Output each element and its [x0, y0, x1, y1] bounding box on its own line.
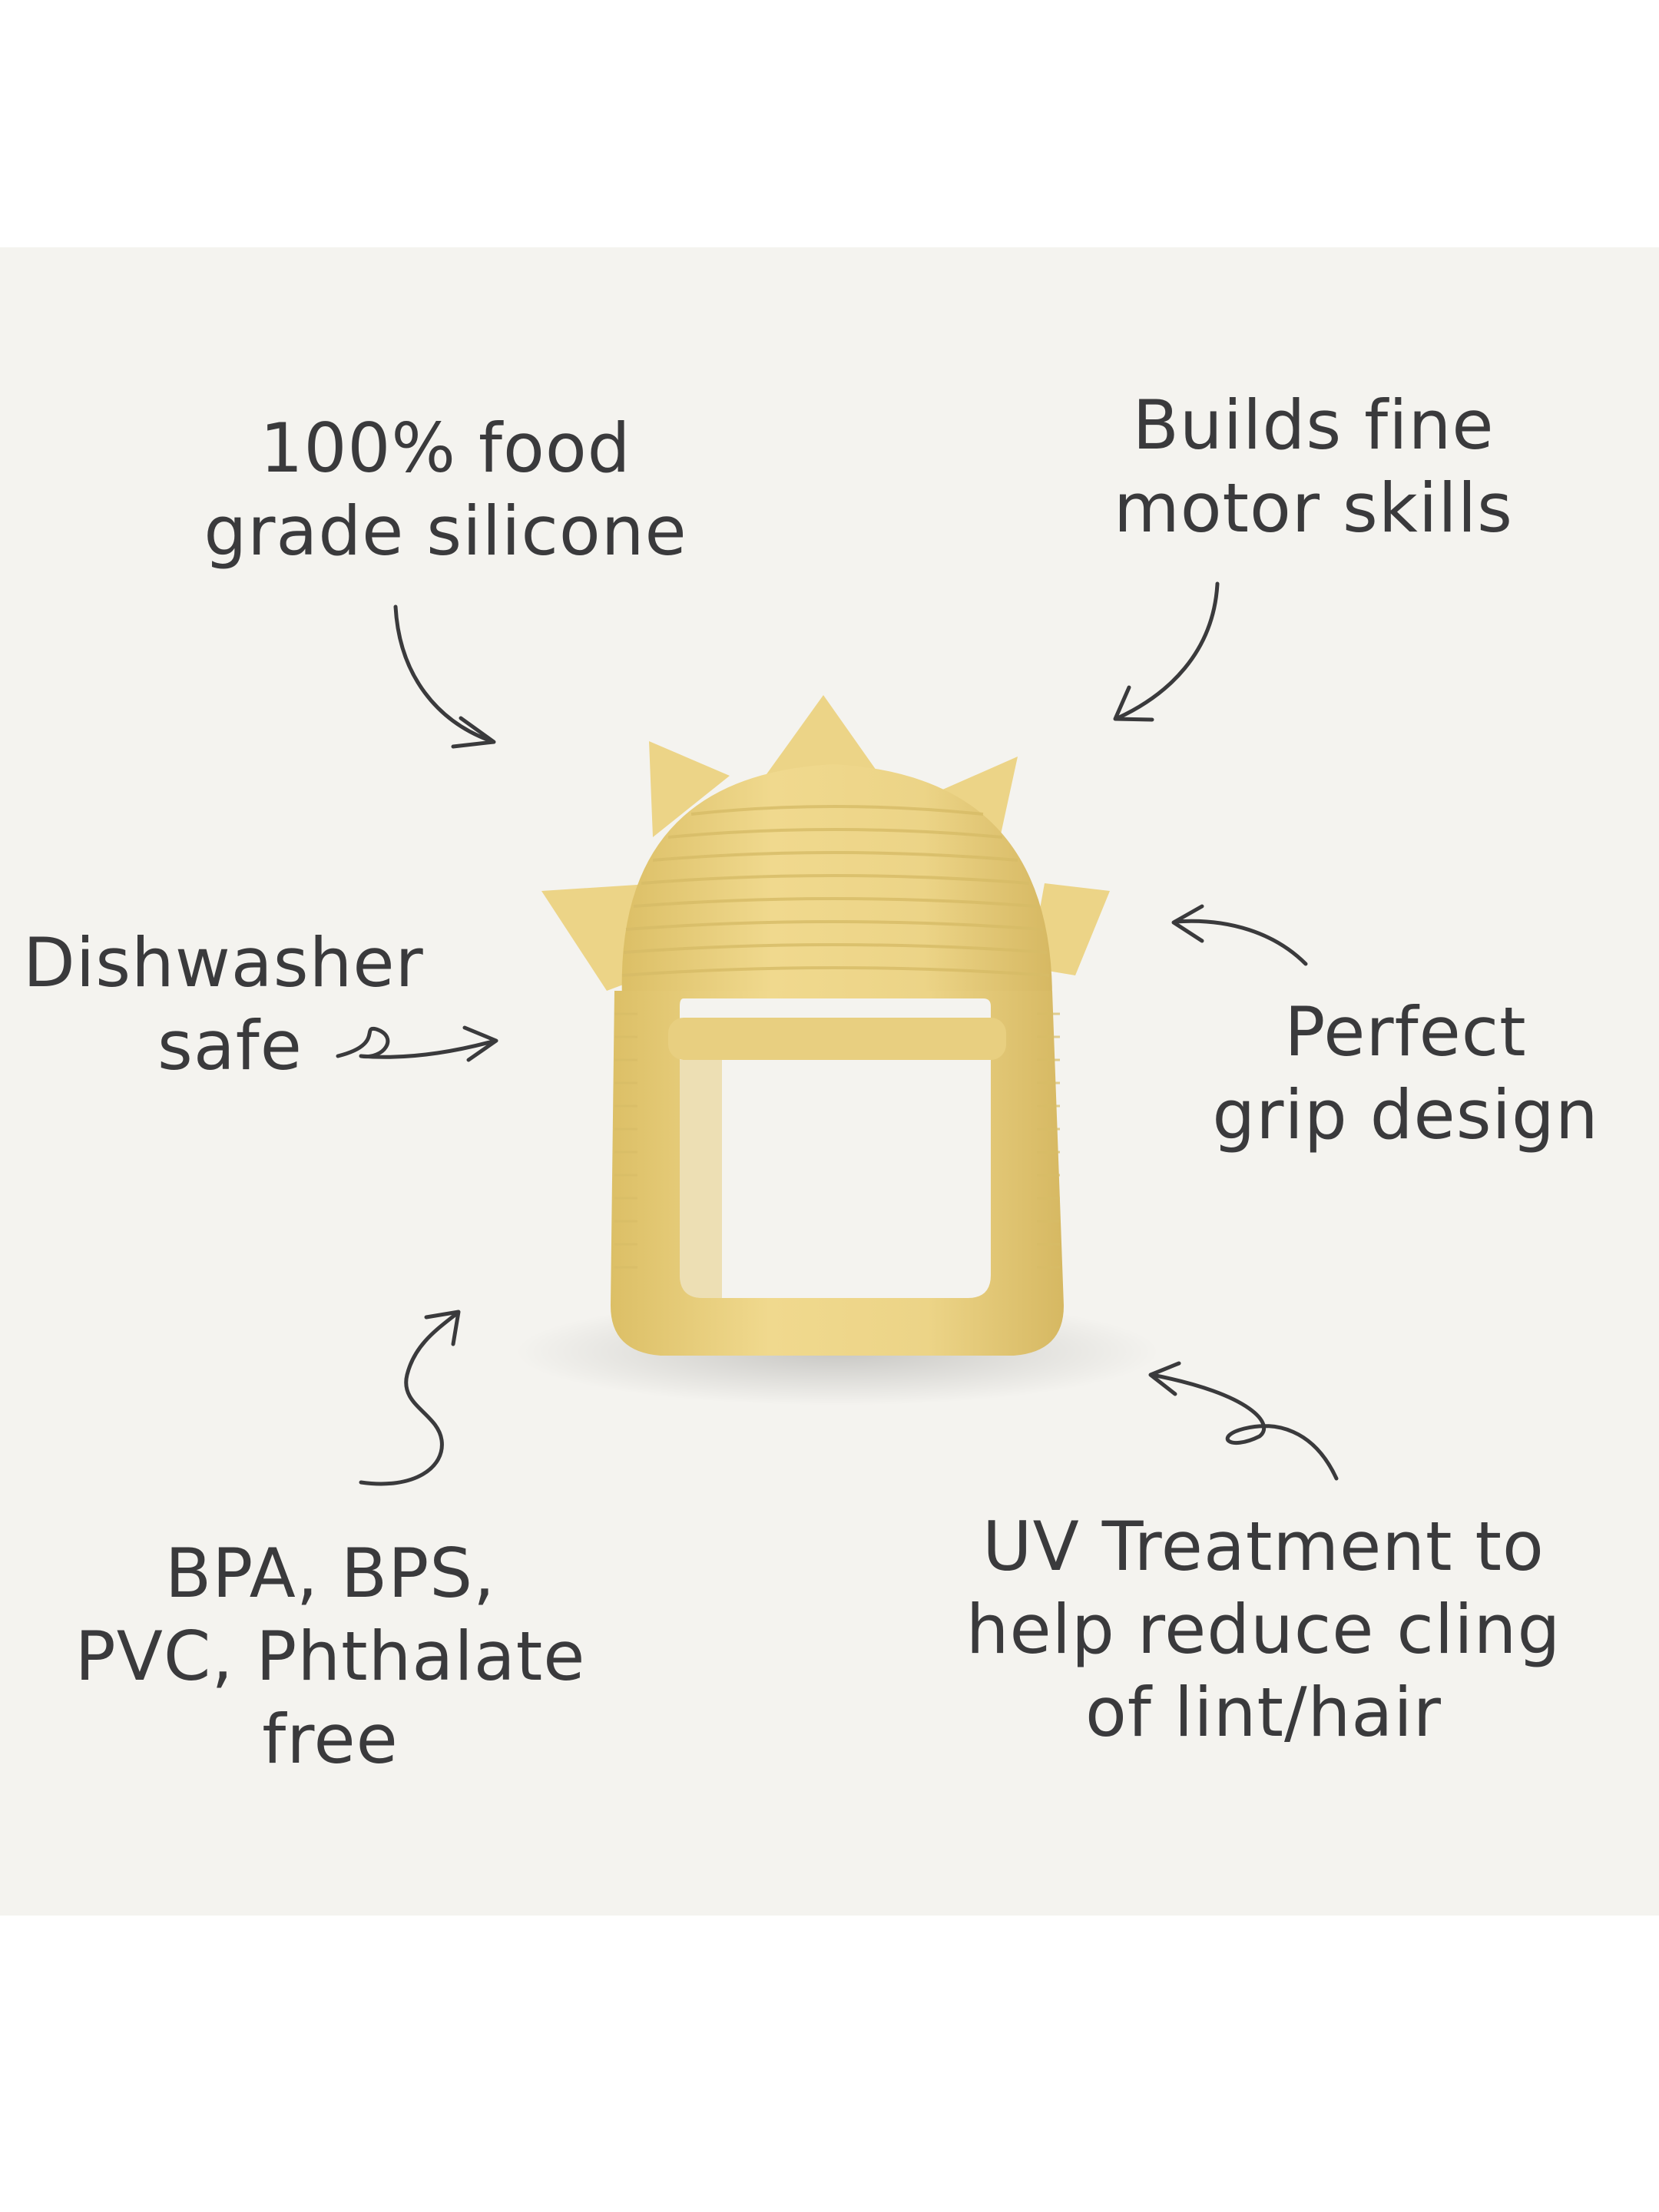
feature-dishwasher-line-2: safe — [157, 1006, 303, 1085]
feature-dishwasher: Dishwasher safe — [23, 922, 484, 1088]
feature-motor-skills: Builds fine motor skills — [1068, 384, 1559, 550]
arrow-icon — [393, 604, 496, 749]
feature-bpa-free-line-3: free — [262, 1700, 399, 1779]
feature-bpa-free: BPA, BPS, PVC, Phthalate free — [54, 1532, 607, 1781]
feature-uv-treatment: UV Treatment to help reduce cling of lin… — [945, 1505, 1582, 1754]
feature-uv-treatment-line-1: UV Treatment to — [982, 1507, 1545, 1586]
feature-grip-line-2: grip design — [1212, 1075, 1599, 1154]
feature-grip: Perfect grip design — [1167, 991, 1644, 1157]
feature-food-grade: 100% food grade silicone — [177, 407, 714, 573]
feature-bpa-free-line-1: BPA, BPS, — [164, 1534, 496, 1613]
feature-food-grade-line-2: grade silicone — [204, 492, 687, 571]
feature-uv-treatment-line-3: of lint/hair — [1085, 1673, 1442, 1752]
feature-motor-skills-line-2: motor skills — [1113, 469, 1514, 548]
arrow-icon — [336, 1025, 498, 1062]
feature-grip-line-1: Perfect — [1284, 992, 1527, 1071]
feature-dishwasher-line-1: Dishwasher — [23, 923, 424, 1002]
arrow-icon — [1171, 904, 1308, 966]
arrow-icon — [1113, 581, 1220, 722]
arrow-icon — [359, 1310, 461, 1486]
feature-bpa-free-line-2: PVC, Phthalate — [75, 1617, 586, 1696]
feature-food-grade-line-1: 100% food — [260, 409, 631, 488]
arrow-icon — [1148, 1361, 1339, 1481]
feature-motor-skills-line-1: Builds fine — [1132, 386, 1495, 465]
teether-product-image — [515, 695, 1160, 1406]
feature-uv-treatment-line-2: help reduce cling — [965, 1590, 1561, 1669]
